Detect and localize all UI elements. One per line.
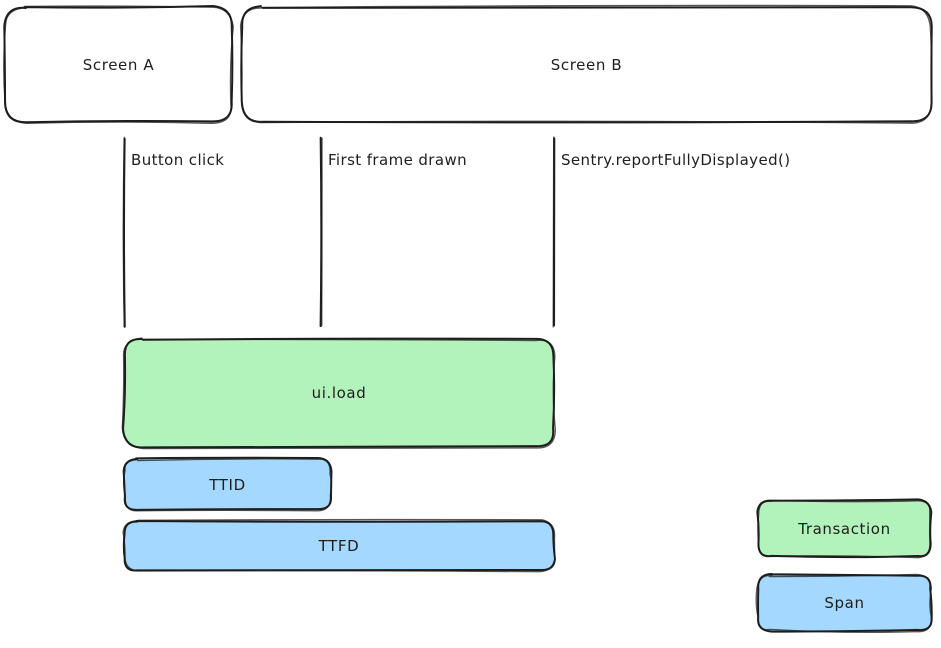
timeline-bar-span-2[interactable]: TTID — [122, 456, 333, 512]
timeline-bar-span-3-outline — [122, 518, 556, 573]
timeline-tick-label-2: First frame drawn — [328, 151, 468, 169]
timeline-bar-transaction-1[interactable]: ui.load — [121, 337, 556, 450]
timeline-tick-label-1: Button click — [131, 151, 225, 169]
legend-item-span-outline — [755, 573, 933, 633]
legend-item-transaction[interactable]: Transaction — [756, 498, 933, 559]
screen-box-2[interactable]: Screen B — [239, 4, 933, 124]
timeline-tick-line-icon — [319, 136, 323, 328]
legend-item-span[interactable]: Span — [755, 573, 933, 633]
timeline-tick-label-3: Sentry.reportFullyDisplayed() — [561, 151, 791, 169]
timeline-tick-2 — [317, 134, 327, 330]
timeline-bar-span-2-outline — [122, 456, 333, 512]
screen-box-1[interactable]: Screen A — [3, 4, 234, 124]
timeline-bar-transaction-1-outline — [121, 337, 556, 450]
timeline-tick-line-icon — [552, 136, 556, 328]
timeline-tick-3 — [550, 134, 560, 330]
screen-box-1-outline — [3, 4, 234, 124]
timeline-bar-span-3[interactable]: TTFD — [122, 518, 556, 573]
screen-box-2-outline — [239, 4, 933, 124]
legend-item-transaction-outline — [756, 498, 933, 559]
timeline-tick-1 — [120, 134, 130, 330]
timeline-tick-line-icon — [122, 136, 126, 328]
